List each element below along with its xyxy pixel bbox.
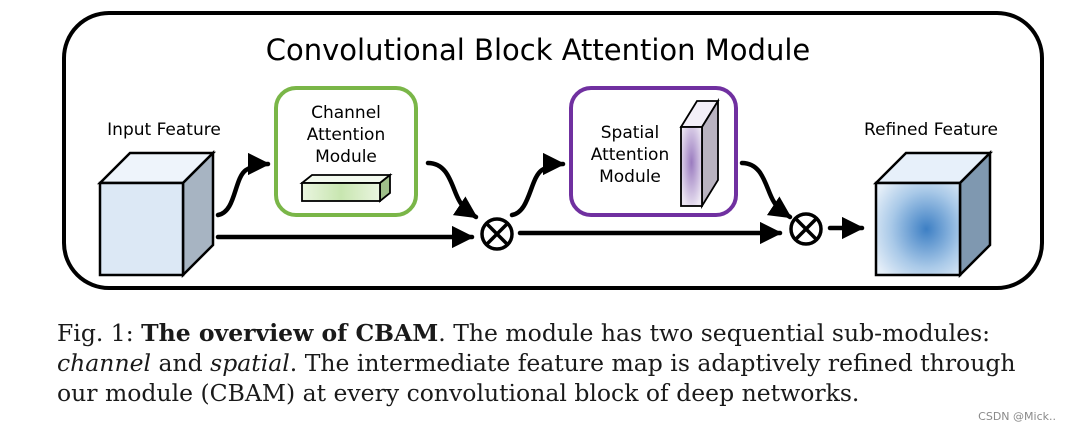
- caption-italic-channel: channel: [57, 349, 151, 377]
- refined-feature-cube: [872, 149, 994, 279]
- caption-text-3: . The intermediate feature map is adapti…: [57, 349, 1016, 407]
- caption-text-2: and: [151, 349, 211, 377]
- watermark: CSDN @Mick..: [978, 410, 1056, 423]
- spatial-attention-map: [679, 97, 720, 210]
- input-feature-cube: [96, 149, 217, 279]
- multiply-operator-1: [480, 217, 514, 251]
- channel-module-line-3: Module: [315, 147, 377, 167]
- spatial-module-line-3: Module: [599, 167, 661, 187]
- arrow-input-to-channel: [215, 152, 271, 218]
- channel-attention-bar: [299, 173, 393, 203]
- channel-module-line-2: Attention: [307, 125, 385, 145]
- multiply-operator-2: [789, 212, 823, 246]
- cbam-diagram: Convolutional Block Attention Module Inp…: [62, 11, 1044, 290]
- figure-caption: Fig. 1: The overview of CBAM. The module…: [57, 318, 1027, 408]
- refined-feature-label: Refined Feature: [864, 120, 998, 140]
- caption-italic-spatial: spatial: [210, 349, 290, 377]
- arrow-spatial-to-multiply: [739, 160, 793, 220]
- spatial-module-line-2: Attention: [591, 145, 669, 165]
- diagram-title: Convolutional Block Attention Module: [266, 33, 810, 67]
- arrow-multiply-to-spatial: [509, 152, 566, 218]
- caption-bold-title: The overview of CBAM: [141, 319, 439, 347]
- channel-module-line-1: Channel: [311, 103, 381, 123]
- input-feature-label: Input Feature: [107, 120, 221, 140]
- spatial-module-line-1: Spatial: [601, 123, 660, 143]
- caption-text-1: . The module has two sequential sub-modu…: [438, 319, 991, 347]
- arrow-channel-to-multiply: [425, 160, 479, 220]
- caption-fig-label: Fig. 1:: [57, 319, 134, 347]
